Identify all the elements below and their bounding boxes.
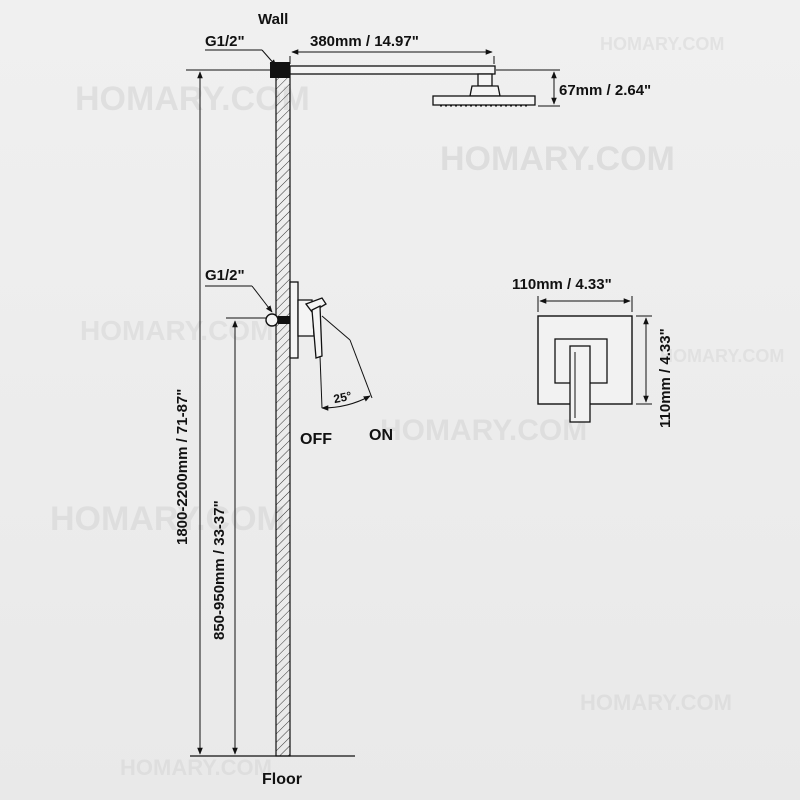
wall xyxy=(275,69,291,757)
watermark-4: HOMARY.COM xyxy=(80,315,273,346)
inlet-valve-label: G1/2" xyxy=(205,267,245,284)
valve-front-plate xyxy=(537,315,633,423)
watermark-3: HOMARY.COM xyxy=(600,34,724,54)
watermark-7: HOMARY.COM xyxy=(580,690,732,715)
plate-width-label: 110mm / 4.33" xyxy=(512,276,612,293)
angle-label: 25° xyxy=(332,389,353,407)
plate-height-label: 110mm / 4.33" xyxy=(657,328,674,428)
watermark-8: HOMARY.COM xyxy=(660,346,784,366)
total-height-dimension: 1800-2200mm / 71-87" xyxy=(174,69,276,755)
arm-length-label: 380mm / 14.97" xyxy=(310,33,419,50)
head-height-label: 67mm / 2.64" xyxy=(559,82,651,99)
valve-height-dimension: 850-950mm / 33-37" xyxy=(211,317,268,755)
watermark-9: HOMARY.COM xyxy=(120,755,272,780)
on-label: ON xyxy=(369,427,393,444)
watermark-5: HOMARY.COM xyxy=(380,414,587,447)
arm-length-dimension: 380mm / 14.97" xyxy=(289,33,495,64)
wall-label: Wall xyxy=(258,11,288,28)
valve-side-view: 25° xyxy=(265,281,373,411)
valve-height-label: 850-950mm / 33-37" xyxy=(211,500,228,640)
shower-arm-assembly xyxy=(270,62,536,107)
plate-height-dimension: 110mm / 4.33" xyxy=(636,315,674,428)
total-height-label: 1800-2200mm / 71-87" xyxy=(174,389,191,545)
off-label: OFF xyxy=(300,431,332,448)
floor-label: Floor xyxy=(262,771,302,788)
watermark-6: HOMARY.COM xyxy=(50,500,285,538)
inlet-top-label: G1/2" xyxy=(205,33,245,50)
head-height-dimension: 67mm / 2.64" xyxy=(496,69,651,107)
watermarks: HOMARY.COM HOMARY.COM HOMARY.COM HOMARY.… xyxy=(50,34,784,780)
plate-width-dimension: 110mm / 4.33" xyxy=(512,276,633,312)
watermark-1: HOMARY.COM xyxy=(75,80,310,118)
watermark-2: HOMARY.COM xyxy=(440,140,675,178)
